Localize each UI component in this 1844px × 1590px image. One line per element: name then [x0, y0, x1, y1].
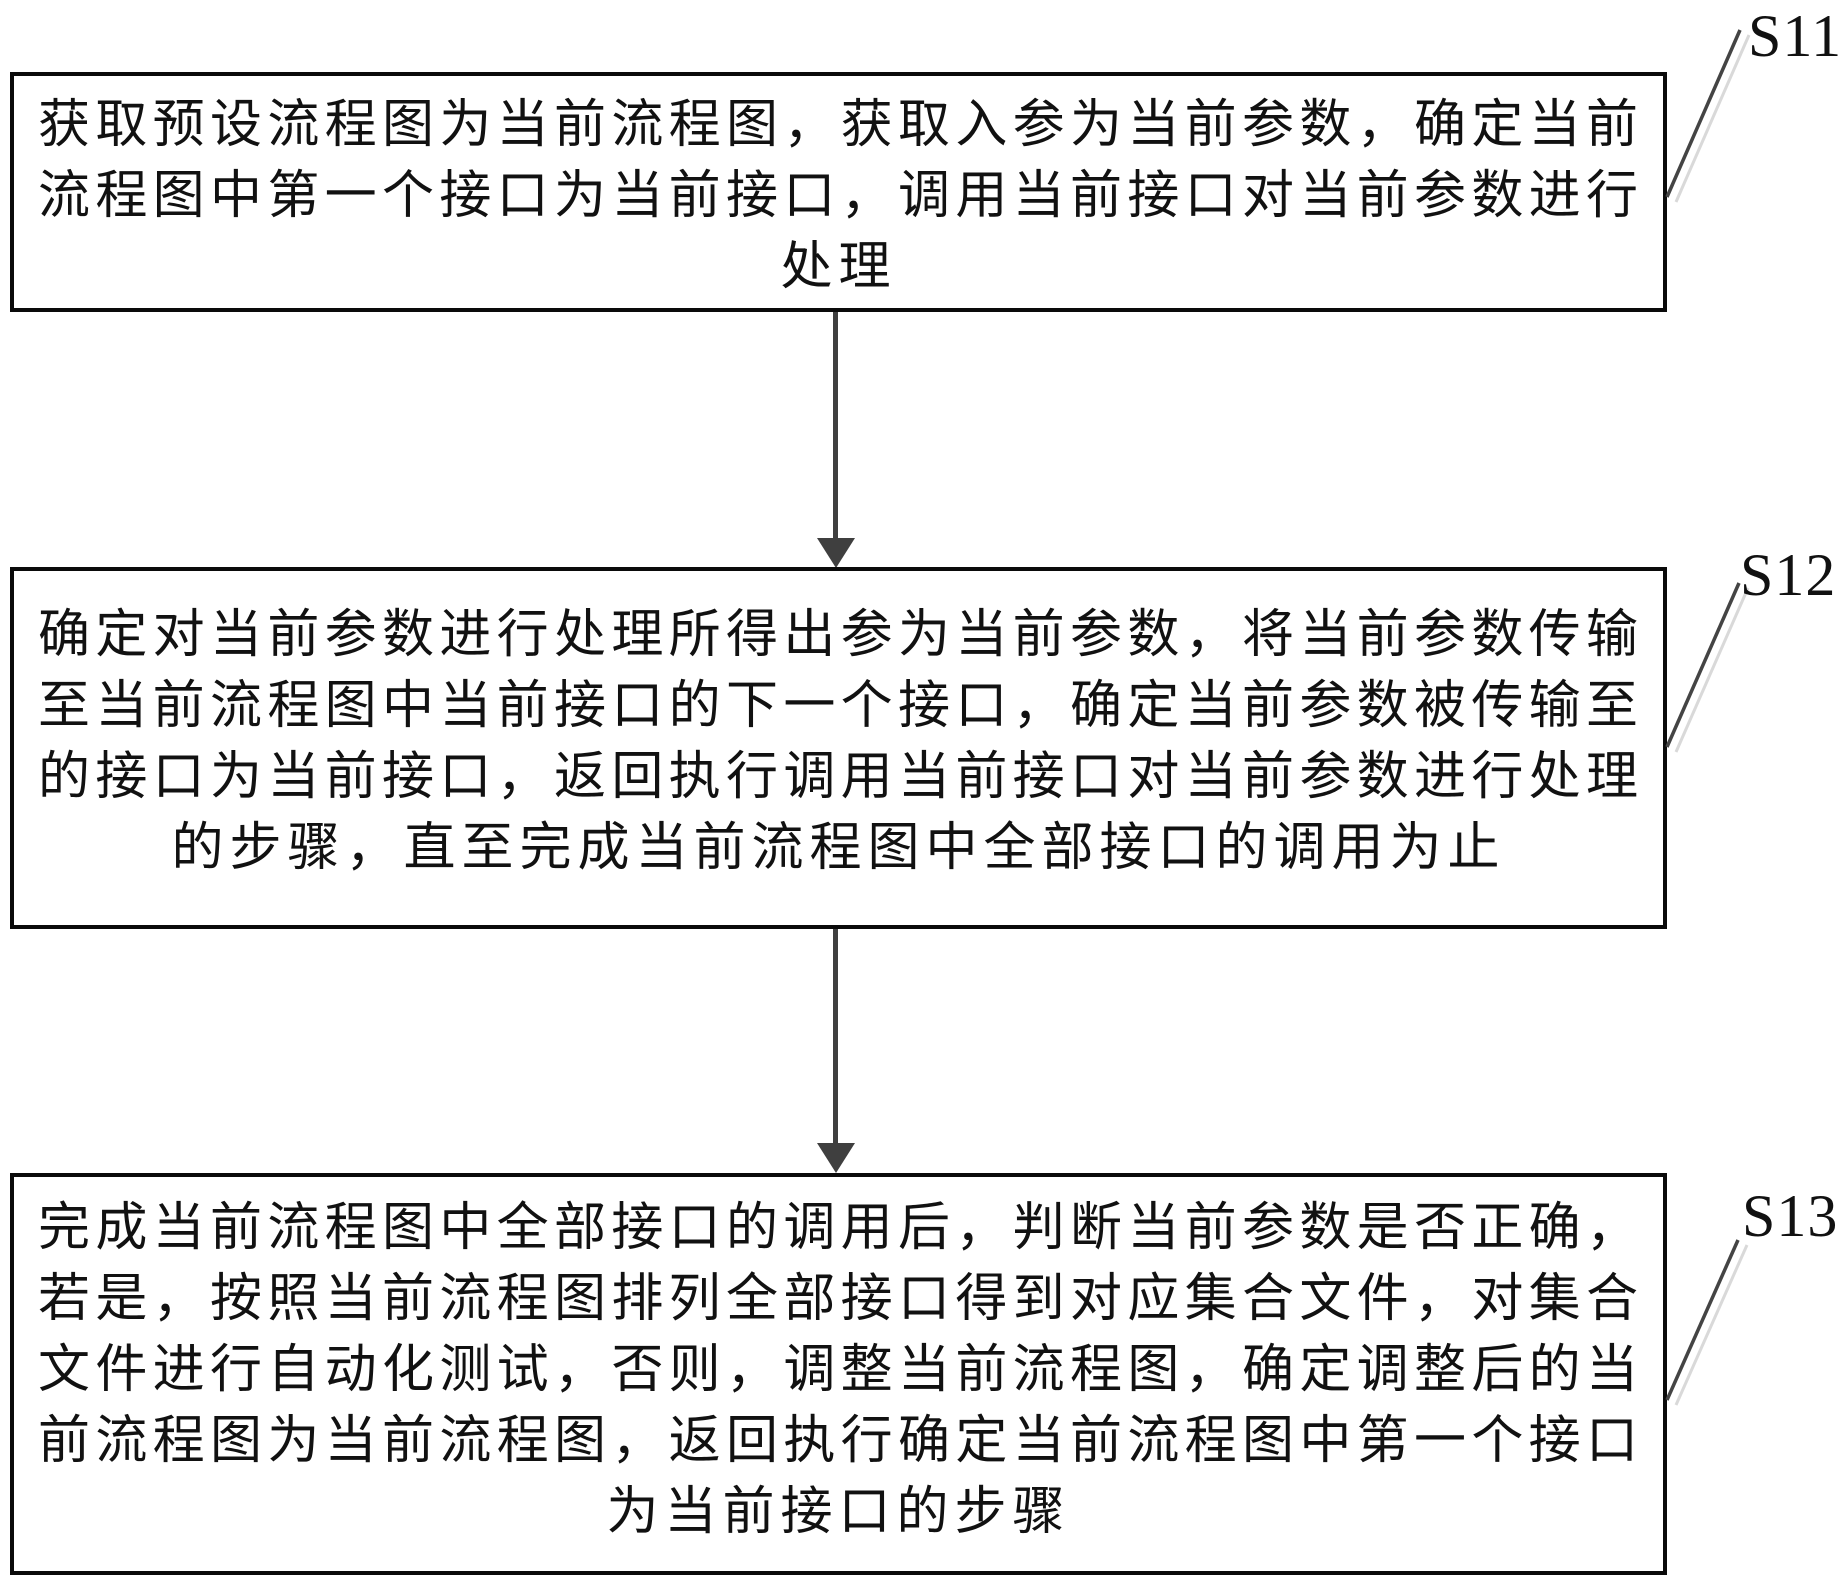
step-s12-text-line: 的步骤，直至完成当前流程图中全部接口的调用为止: [171, 820, 1506, 877]
step-s12-text-line: 确定对当前参数进行处理所得出参为当前参数，将当前参数传输: [38, 607, 1639, 664]
flow-arrow-down-2: [817, 929, 855, 1173]
step-s12-text-line: 至当前流程图中当前接口的下一个接口，确定当前参数被传输至: [38, 678, 1639, 735]
leader-line-s13: [1665, 1239, 1740, 1401]
leader-line-s12: [1665, 582, 1741, 748]
step-s13-text-line: 文件进行自动化测试，否则，调整当前流程图，确定调整后的当: [38, 1342, 1639, 1399]
step-s11-text-line: 处理: [780, 239, 897, 296]
leader-shadow-s13: [1674, 1244, 1749, 1406]
leader-line-s11: [1665, 29, 1742, 198]
arrow-head-icon: [817, 1143, 855, 1173]
step-s13-text-line: 若是，按照当前流程图排列全部接口得到对应集合文件，对集合: [38, 1271, 1639, 1328]
step-s13-text-line: 前流程图为当前流程图，返回执行确定当前流程图中第一个接口: [38, 1413, 1639, 1470]
arrow-shaft: [833, 312, 838, 540]
step-label-s12: S12: [1740, 542, 1837, 608]
step-s13-text-line: 为当前接口的步骤: [606, 1484, 1071, 1541]
arrow-shaft: [833, 929, 838, 1145]
flow-arrow-down-1: [817, 312, 855, 568]
step-s11-text-line: 获取预设流程图为当前流程图，获取入参为当前参数，确定当前: [38, 97, 1639, 154]
step-s13-text-line: 完成当前流程图中全部接口的调用后，判断当前参数是否正确，: [38, 1200, 1639, 1257]
step-s12-text-line: 的接口为当前接口，返回执行调用当前接口对当前参数进行处理: [38, 749, 1639, 806]
step-label-s11: S11: [1748, 3, 1843, 69]
leader-shadow-s11: [1674, 34, 1751, 203]
step-s11-text-line: 流程图中第一个接口为当前接口，调用当前接口对当前参数进行: [38, 168, 1639, 225]
step-box-s13: 完成当前流程图中全部接口的调用后，判断当前参数是否正确， 若是，按照当前流程图排…: [10, 1173, 1667, 1575]
arrow-head-icon: [817, 538, 855, 568]
step-box-s12: 确定对当前参数进行处理所得出参为当前参数，将当前参数传输 至当前流程图中当前接口…: [10, 567, 1667, 929]
step-label-s13: S13: [1742, 1183, 1839, 1249]
leader-shadow-s12: [1674, 587, 1750, 753]
step-box-s11: 获取预设流程图为当前流程图，获取入参为当前参数，确定当前 流程图中第一个接口为当…: [10, 72, 1667, 312]
